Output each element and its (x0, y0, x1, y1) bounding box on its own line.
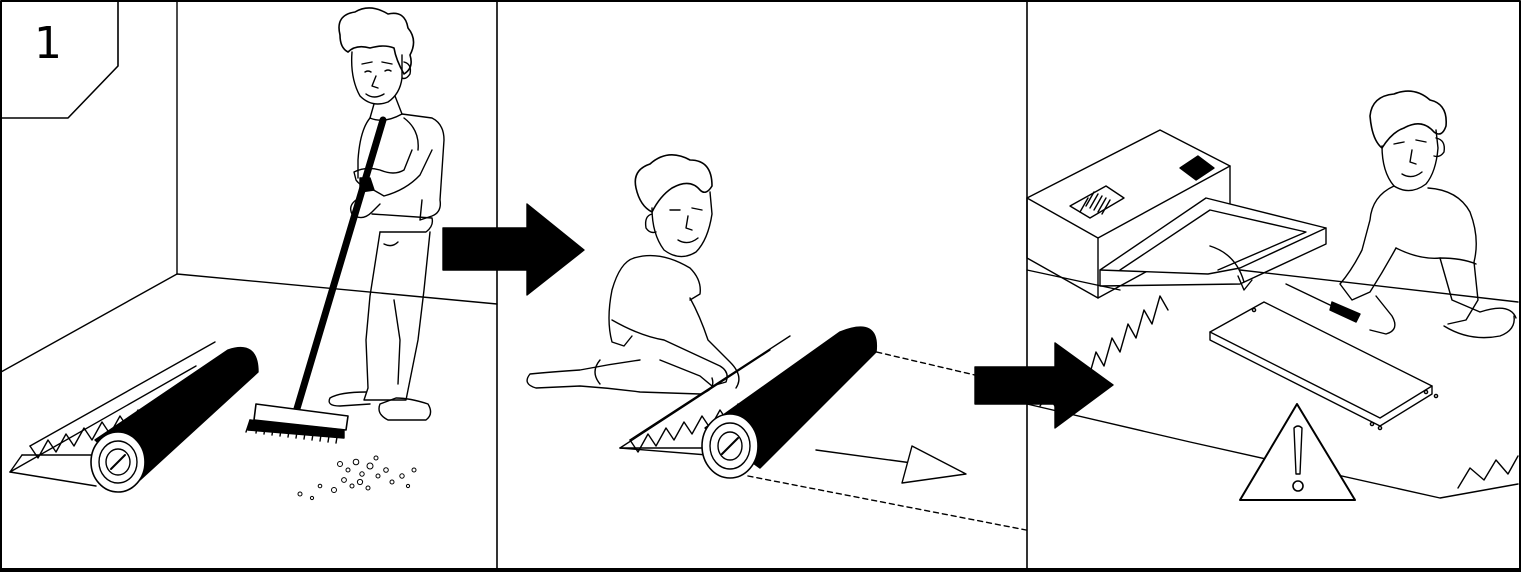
panel-1 (0, 0, 498, 501)
step-badge (0, 0, 119, 119)
shelf-panel (1209, 301, 1439, 431)
person-sweeping (328, 7, 445, 421)
direction-arrow (815, 445, 967, 484)
debris (297, 455, 417, 501)
arrow-to-panel-3 (974, 342, 1114, 429)
person-with-screwdriver (1285, 90, 1517, 339)
move-arrow (1209, 245, 1245, 283)
panel-2 (526, 154, 1027, 531)
person-kneeling (526, 154, 740, 395)
broom (245, 116, 387, 444)
guide-line-bottom (747, 475, 1027, 531)
mat-roll (90, 346, 259, 493)
exclamation-triangle-icon (1239, 403, 1356, 501)
arrow-to-panel-2 (442, 203, 585, 296)
panel-3 (1026, 90, 1519, 501)
step-number: 1 (34, 18, 62, 69)
mat-roll (701, 326, 878, 479)
box-tray (1099, 197, 1327, 287)
